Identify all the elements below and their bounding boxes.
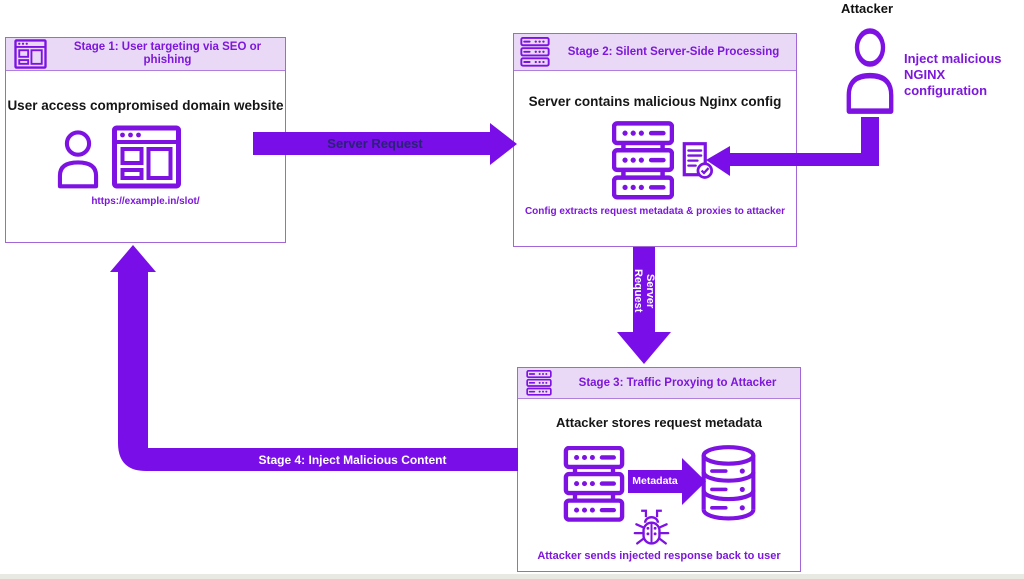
stage2-title: Stage 2: Silent Server-Side Processing [567, 45, 780, 58]
server-stack-icon [612, 121, 674, 200]
stage1-heading: User access compromised domain website [7, 98, 284, 113]
stage3-box: Stage 3: Traffic Proxying to Attacker At… [517, 367, 801, 572]
database-icon [700, 443, 757, 523]
server-stack-icon [524, 370, 554, 396]
stage2-header: Stage 2: Silent Server-Side Processing [514, 34, 796, 71]
attacker-action-line2: NGINX configuration [904, 67, 988, 98]
stage3-title: Stage 3: Traffic Proxying to Attacker [578, 376, 777, 389]
browser-window-icon [111, 125, 182, 189]
stage1-title: Stage 1: User targeting via SEO or phish… [73, 41, 262, 66]
stage2-heading: Server contains malicious Nginx config [528, 94, 782, 109]
person-icon [55, 130, 101, 190]
stage3-caption: Attacker sends injected response back to… [537, 550, 781, 562]
stage2-caption: Config extracts request metadata & proxi… [524, 206, 786, 217]
server-stack-icon [563, 446, 625, 522]
stage4-return-arrow [110, 245, 518, 471]
server-request-vertical-label: Server Request [632, 269, 656, 313]
metadata-label: Metadata [632, 475, 678, 487]
attacker-action-line1: Inject malicious [904, 51, 1002, 66]
stage3-heading: Attacker stores request metadata [556, 415, 762, 430]
bottom-edge-strip [0, 574, 1024, 579]
stage4-label: Stage 4: Inject Malicious Content [258, 453, 447, 467]
stage1-url: https://example.in/slot/ [91, 196, 200, 207]
server-stack-icon [520, 37, 550, 67]
attacker-action-text: Inject malicious NGINX configuration [904, 51, 1024, 99]
bug-icon [630, 506, 673, 549]
browser-window-icon [12, 39, 49, 69]
document-check-icon [682, 141, 713, 182]
stage1-box: Stage 1: User targeting via SEO or phish… [5, 37, 286, 243]
attacker-label: Attacker [840, 1, 894, 16]
stage3-header: Stage 3: Traffic Proxying to Attacker [518, 368, 800, 399]
person-icon [843, 28, 897, 116]
server-request-label: Server Request [327, 136, 423, 151]
stage1-header: Stage 1: User targeting via SEO or phish… [6, 38, 285, 71]
stage2-box: Stage 2: Silent Server-Side Processing S… [513, 33, 797, 247]
